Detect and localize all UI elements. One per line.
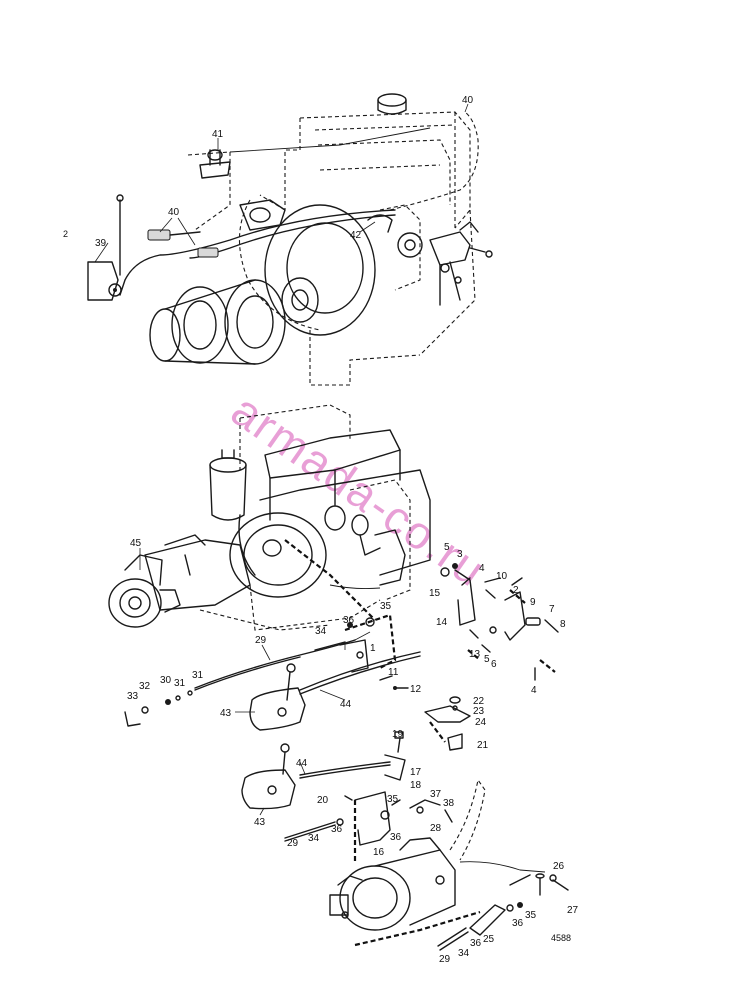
callout-8: 8 (560, 619, 566, 630)
callout-25: 25 (483, 934, 495, 945)
callout-34-bottom: 34 (458, 948, 470, 959)
callout-43-lower: 43 (254, 817, 266, 828)
callout-35-upper: 35 (380, 601, 392, 612)
callout-33: 33 (127, 691, 139, 702)
throttle-linkage-parts (440, 563, 559, 681)
callout-20: 20 (317, 795, 329, 806)
top-engine-assembly (87, 93, 493, 386)
callout-17: 17 (410, 767, 422, 778)
callout-12: 12 (410, 684, 422, 695)
figure-number: 4588 (551, 933, 571, 943)
callout-31-b: 31 (192, 670, 204, 681)
callout-44-upper: 44 (340, 699, 352, 710)
callout-35-lowest: 35 (525, 910, 537, 921)
callout-15: 15 (429, 588, 441, 599)
callout-16: 16 (373, 847, 385, 858)
callout-28: 28 (430, 823, 442, 834)
callout-14: 14 (436, 617, 448, 628)
callout-36-mid: 36 (390, 832, 402, 843)
callout-7: 7 (549, 604, 555, 615)
callout-45: 45 (130, 538, 142, 549)
callout-36-upper: 36 (343, 615, 355, 626)
callout-40-top: 40 (462, 95, 474, 106)
callout-35-lower: 35 (387, 794, 399, 805)
callout-24: 24 (475, 717, 487, 728)
callout-18: 18 (410, 780, 422, 791)
callout-26: 26 (553, 861, 565, 872)
callout-27: 27 (567, 905, 579, 916)
callout-2: 2 (513, 585, 519, 596)
callout-37: 37 (430, 789, 442, 800)
callout-40-left: 40 (168, 207, 180, 218)
callout-5-top: 5 (444, 542, 450, 553)
leader-lines (94, 103, 469, 816)
callout-36-left: 36 (331, 824, 343, 835)
callout-9: 9 (530, 597, 536, 608)
control-lever-group-upper (124, 613, 421, 731)
callout-6: 6 (491, 659, 497, 670)
callout-22: 22 (473, 696, 485, 707)
callout-labels: 41 40 40 39 42 2 45 5 3 4 10 2 9 7 8 15 … (63, 95, 579, 965)
callout-5-bottom: 5 (484, 654, 490, 665)
callout-43-upper: 43 (220, 708, 232, 719)
callout-38: 38 (443, 798, 455, 809)
callout-13: 13 (469, 649, 481, 660)
callout-1: 1 (370, 643, 376, 654)
middle-engine-assembly (108, 404, 431, 631)
callout-36-lowest: 36 (512, 918, 524, 929)
callout-39: 39 (95, 238, 107, 249)
callout-10: 10 (496, 571, 508, 582)
corner-mark: 2 (63, 229, 68, 239)
callout-3: 3 (457, 549, 463, 560)
callout-31-a: 31 (174, 678, 186, 689)
callout-19: 19 (392, 729, 404, 740)
callout-29-bottom: 29 (439, 954, 451, 965)
callout-36-bottom: 36 (470, 938, 482, 949)
callout-42: 42 (350, 230, 362, 241)
callout-29-upper: 29 (255, 635, 267, 646)
callout-32: 32 (139, 681, 151, 692)
callout-41: 41 (212, 129, 224, 140)
callout-23: 23 (473, 706, 485, 717)
callout-4-top: 4 (479, 563, 485, 574)
callout-11: 11 (388, 667, 399, 678)
control-lever-group-lower (241, 696, 569, 951)
callout-34-upper: 34 (315, 626, 327, 637)
callout-30: 30 (160, 675, 172, 686)
callout-34-mid: 34 (308, 833, 320, 844)
callout-44-lower: 44 (296, 758, 308, 769)
callout-4-bottom: 4 (531, 685, 537, 696)
callout-29-mid: 29 (287, 838, 299, 849)
callout-21: 21 (477, 740, 489, 751)
